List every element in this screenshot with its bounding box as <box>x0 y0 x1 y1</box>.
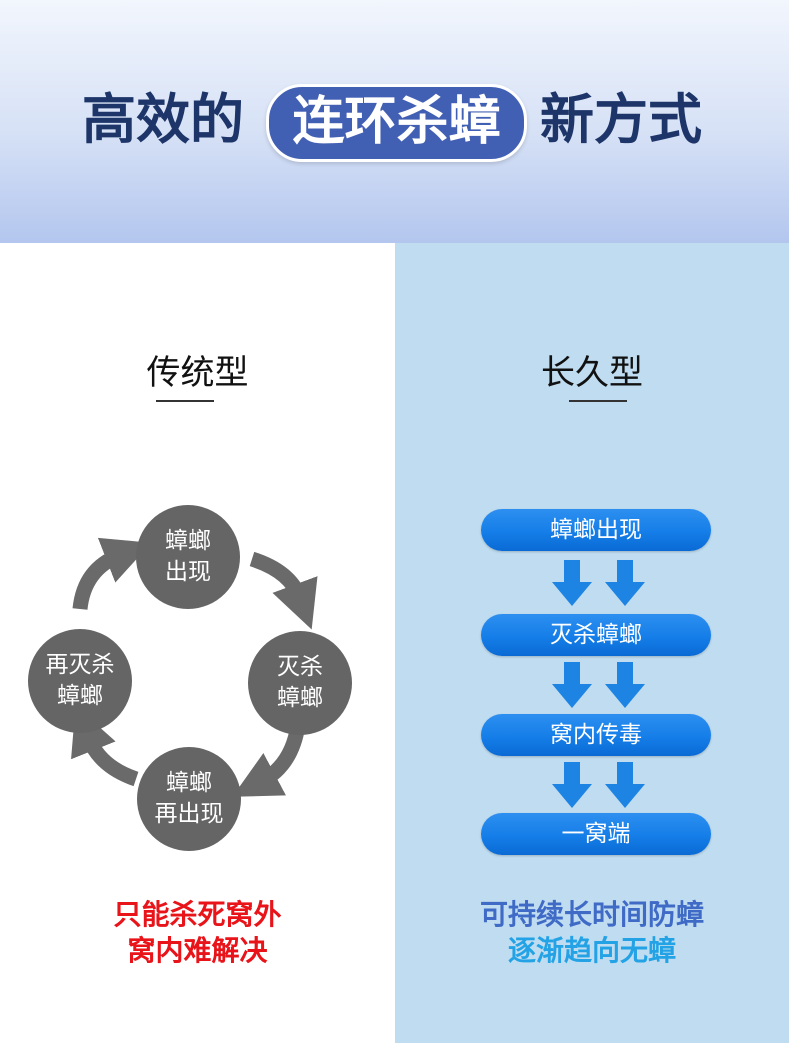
cycle-node-cockroach-reappear: 蟑螂 再出现 <box>137 747 241 851</box>
header-banner: 高效的 连环杀蟑 新方式 <box>0 0 789 243</box>
cycle-diagram: 蟑螂 出现 灭杀 蟑螂 蟑螂 再出现 再灭杀 蟑螂 <box>0 243 395 1043</box>
curved-arrow-icon <box>71 705 139 787</box>
traditional-title: 传统型 <box>146 353 249 393</box>
step-nest-poison-transfer: 窝内传毒 <box>481 714 711 756</box>
down-arrow-icon <box>605 662 645 708</box>
down-arrow-icon <box>605 560 645 606</box>
cycle-node-cockroach-appear: 蟑螂 出现 <box>136 505 240 609</box>
curved-arrow-icon <box>72 537 152 611</box>
header-title-highlight: 连环杀蟑 <box>292 92 501 152</box>
header-title-right: 新方式 <box>540 88 702 151</box>
down-arrow-icon <box>552 560 592 606</box>
traditional-conclusion: 只能杀死窝外 窝内难解决 <box>113 898 282 967</box>
traditional-title-underline <box>156 400 214 402</box>
step-cockroach-appear: 蟑螂出现 <box>481 509 711 551</box>
long-lasting-title-underline <box>569 400 627 402</box>
step-kill-cockroach: 灭杀蟑螂 <box>481 614 711 656</box>
long-lasting-column: 长久型 蟑螂出现 灭杀蟑螂 窝内传毒 一窝端 可持续长时间防蟑 逐渐趋向无蟑 <box>395 243 789 1043</box>
header-title-left: 高效的 <box>82 88 244 151</box>
long-lasting-title: 长久型 <box>541 353 643 393</box>
curved-arrow-icon <box>249 551 318 630</box>
long-lasting-conclusion-line1: 可持续长时间防蟑 <box>479 898 704 931</box>
traditional-column: 传统型 蟑螂 出现 灭杀 蟑螂 蟑螂 再出现 再灭杀 蟑螂 只能杀死窝外 窝内难… <box>0 243 395 1043</box>
long-lasting-conclusion-line2: 逐渐趋向无蟑 <box>507 934 676 967</box>
cycle-node-kill-again: 再灭杀 蟑螂 <box>28 629 132 733</box>
down-arrow-icon <box>552 662 592 708</box>
step-eliminate-nest: 一窝端 <box>481 813 711 855</box>
header-highlight-pill: 连环杀蟑 <box>266 84 527 162</box>
cycle-node-kill-cockroach: 灭杀 蟑螂 <box>248 631 352 735</box>
down-arrow-icon <box>552 762 592 808</box>
down-arrow-icon <box>605 762 645 808</box>
